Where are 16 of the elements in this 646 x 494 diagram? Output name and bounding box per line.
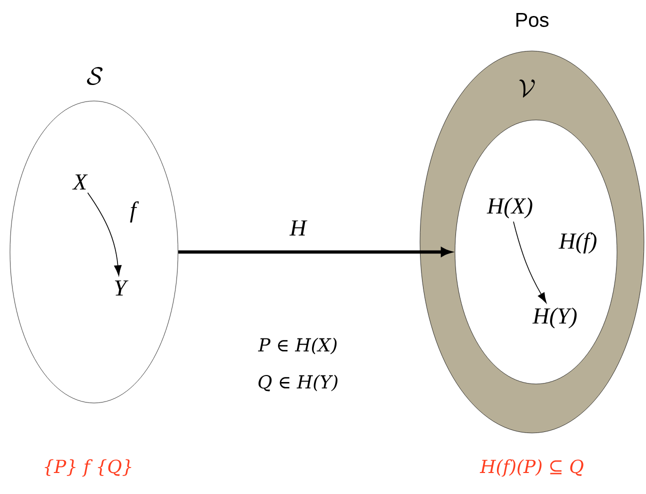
- node-label: Y: [114, 280, 128, 296]
- node-label: H(Y): [532, 308, 577, 328]
- membership-formula: P ∈ H(X): [258, 338, 337, 354]
- ring-title: Pos: [516, 13, 548, 27]
- ellipse-region: [454, 120, 618, 384]
- node-label: H(X): [486, 198, 532, 218]
- membership-formula: Q ∈ H(Y): [258, 374, 338, 392]
- arrow: [513, 221, 547, 304]
- condition-formula: {P} f {Q}: [44, 459, 132, 477]
- script-letter: $\mathcal{S}$: [87, 66, 102, 86]
- arrow: [87, 192, 122, 276]
- edge-label: H(f): [558, 231, 598, 255]
- node-label: X: [72, 174, 88, 190]
- script-letter: $\mathcal{V}$: [519, 80, 535, 98]
- edge-label: H: [288, 219, 308, 237]
- condition-formula: H(f)(P) ⊆ Q: [480, 459, 584, 477]
